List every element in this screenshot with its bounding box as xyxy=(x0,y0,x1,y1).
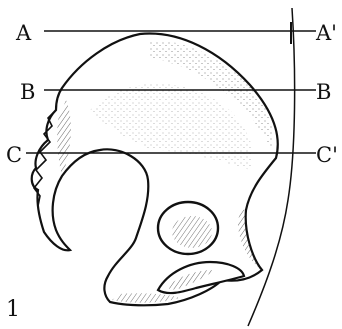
label-c-left: C xyxy=(6,143,22,167)
label-b-right: B xyxy=(316,80,331,104)
acetabulum-shading xyxy=(172,216,212,248)
label-a-left: A xyxy=(15,21,32,45)
label-a-right: A' xyxy=(315,21,337,45)
label-b-left: B xyxy=(20,80,35,104)
figure-number: 1 xyxy=(6,297,20,322)
label-c-right: C' xyxy=(316,143,338,167)
hip-bone xyxy=(32,34,278,306)
bone-outline xyxy=(32,34,278,306)
